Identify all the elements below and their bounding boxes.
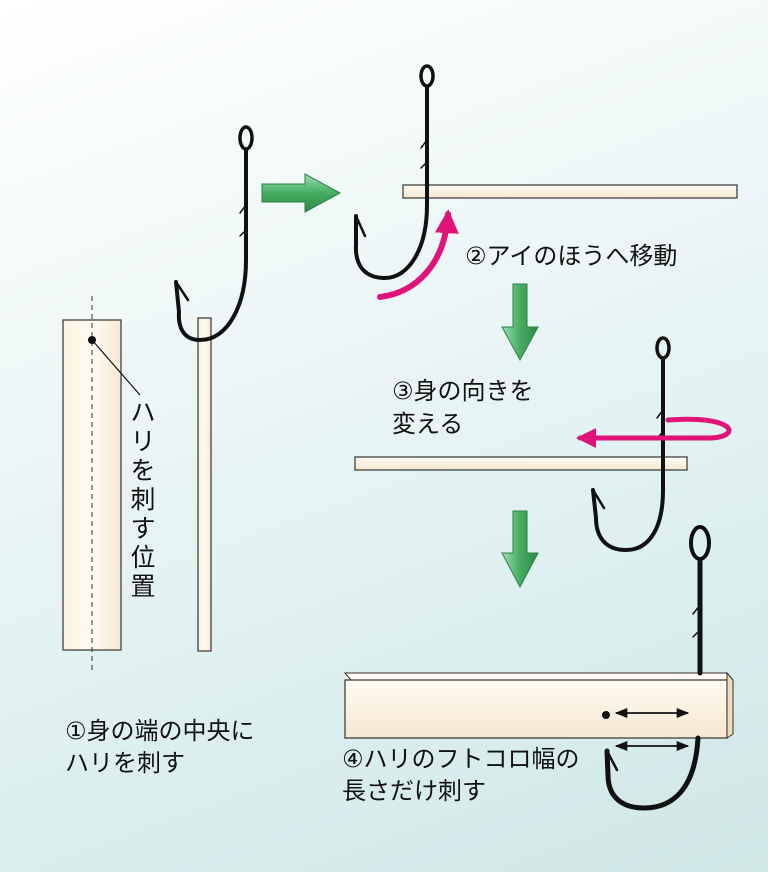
green-arrow-right [261, 173, 342, 213]
step1-narrow-strip [197, 317, 212, 652]
step1-label-line2: ハリを刺す [65, 749, 185, 777]
step3-label-line2: 変える [392, 410, 464, 438]
step3-horizontal-strip [354, 456, 688, 471]
step1-label-line1: ①身の端の中央に [65, 717, 255, 745]
step2-label: ②アイのほうへ移動 [465, 242, 678, 270]
step3-magenta-arrow [576, 416, 732, 448]
pierce-leader-line [91, 339, 141, 396]
step4-3d-strip [343, 671, 735, 739]
step4-label-line1: ④ハリのフトコロ幅の [342, 745, 580, 773]
step4-label-line2: 長さだけ刺す [342, 777, 486, 805]
pierce-position-label: ハリを刺す位置 [130, 398, 156, 601]
step3-label-line1: ③身の向きを [392, 377, 534, 405]
step4-entry-dot [602, 711, 610, 719]
green-arrow-down-1 [501, 283, 539, 362]
step2-magenta-arrow [377, 209, 459, 300]
step4-hook-icon [604, 525, 711, 811]
step2-hook-icon [353, 64, 435, 280]
green-arrow-down-2 [501, 510, 539, 589]
step1-hook-icon [174, 125, 254, 342]
step3-hook-icon [591, 336, 671, 552]
step2-horizontal-strip [402, 184, 738, 199]
